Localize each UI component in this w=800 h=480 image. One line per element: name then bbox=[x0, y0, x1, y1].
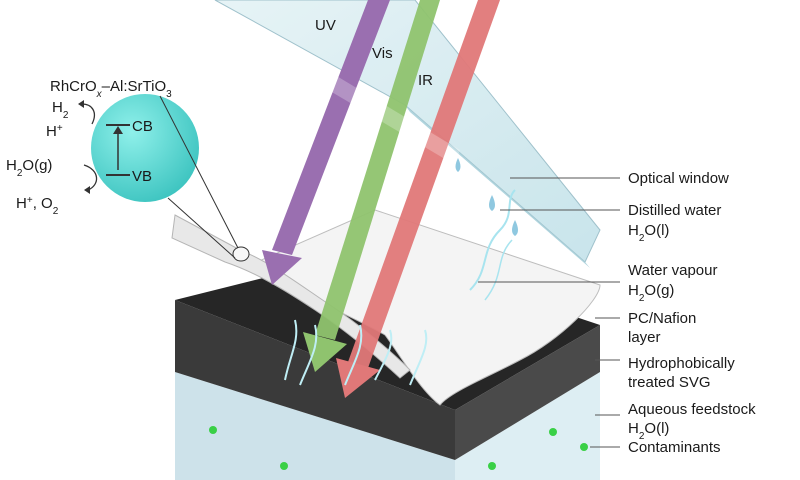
hplus-to-h2-arrowhead bbox=[78, 100, 84, 108]
label-distilled-water: Distilled water bbox=[628, 202, 721, 219]
products-label: H+, O2 bbox=[16, 195, 59, 217]
h2-label: H2 bbox=[52, 99, 69, 121]
water-droplet bbox=[489, 195, 495, 211]
label-feedstock-formula: H2O(l) bbox=[628, 420, 669, 442]
label-vapour-formula: H2O(g) bbox=[628, 282, 674, 304]
label-contaminants: Contaminants bbox=[628, 439, 721, 456]
vis-beam bbox=[315, 0, 440, 340]
contaminant-dot bbox=[549, 428, 557, 436]
vis-beam-head bbox=[303, 332, 347, 372]
svg-layer-right-band bbox=[455, 325, 600, 460]
water-droplet bbox=[512, 220, 518, 236]
evaporation-tuft bbox=[284, 319, 428, 386]
vb-label: VB bbox=[132, 168, 152, 185]
vapour-wisp bbox=[484, 239, 513, 301]
pc-flap bbox=[171, 214, 411, 379]
water-to-products-arrowhead bbox=[84, 186, 90, 194]
label-optical-window: Optical window bbox=[628, 170, 729, 187]
uv-beam bbox=[272, 0, 390, 255]
label-treated-svg: treated SVG bbox=[628, 374, 711, 391]
zoom-line bbox=[167, 197, 236, 259]
label-aqueous-feedstock: Aqueous feedstock bbox=[628, 401, 756, 418]
cb-label: CB bbox=[132, 118, 153, 135]
ir-label: IR bbox=[418, 72, 433, 89]
hplus-to-h2-arrow bbox=[81, 103, 96, 125]
hplus-label: H+ bbox=[46, 123, 63, 141]
contaminant-dot bbox=[488, 462, 496, 470]
contaminant-dot bbox=[209, 426, 217, 434]
feedstock-right-side bbox=[455, 372, 600, 480]
catalyst-name: RhCrOx–Al:SrTiO3 bbox=[50, 78, 172, 100]
vis-label: Vis bbox=[372, 45, 393, 62]
beam-glass-overlay bbox=[325, 72, 460, 165]
label-water-vapour: Water vapour bbox=[628, 262, 717, 279]
uv-label: UV bbox=[315, 17, 336, 34]
feedstock-left-side bbox=[175, 372, 455, 480]
flap-end bbox=[232, 246, 250, 262]
label-hydrophobic: Hydrophobically bbox=[628, 355, 735, 372]
contaminant-dot bbox=[580, 443, 588, 451]
catalyst-sphere bbox=[91, 94, 199, 202]
contaminant-dot bbox=[280, 462, 288, 470]
water-gas-label: H2O(g) bbox=[6, 157, 52, 179]
vapour-wisp bbox=[469, 189, 516, 291]
ir-beam bbox=[348, 0, 500, 368]
water-to-products-arrow bbox=[83, 164, 98, 191]
zoom-line bbox=[159, 95, 239, 249]
optical-window-edge bbox=[405, 105, 590, 268]
label-pc-layer: layer bbox=[628, 329, 661, 346]
label-distilled-formula: H2O(l) bbox=[628, 222, 669, 244]
uv-beam-head bbox=[262, 250, 302, 285]
excitation-arrowhead bbox=[113, 126, 123, 134]
water-droplet bbox=[455, 158, 461, 172]
svg-layer-left-band bbox=[175, 300, 455, 460]
ir-beam-head bbox=[336, 358, 380, 398]
label-pc-nafion: PC/Nafion bbox=[628, 310, 696, 327]
